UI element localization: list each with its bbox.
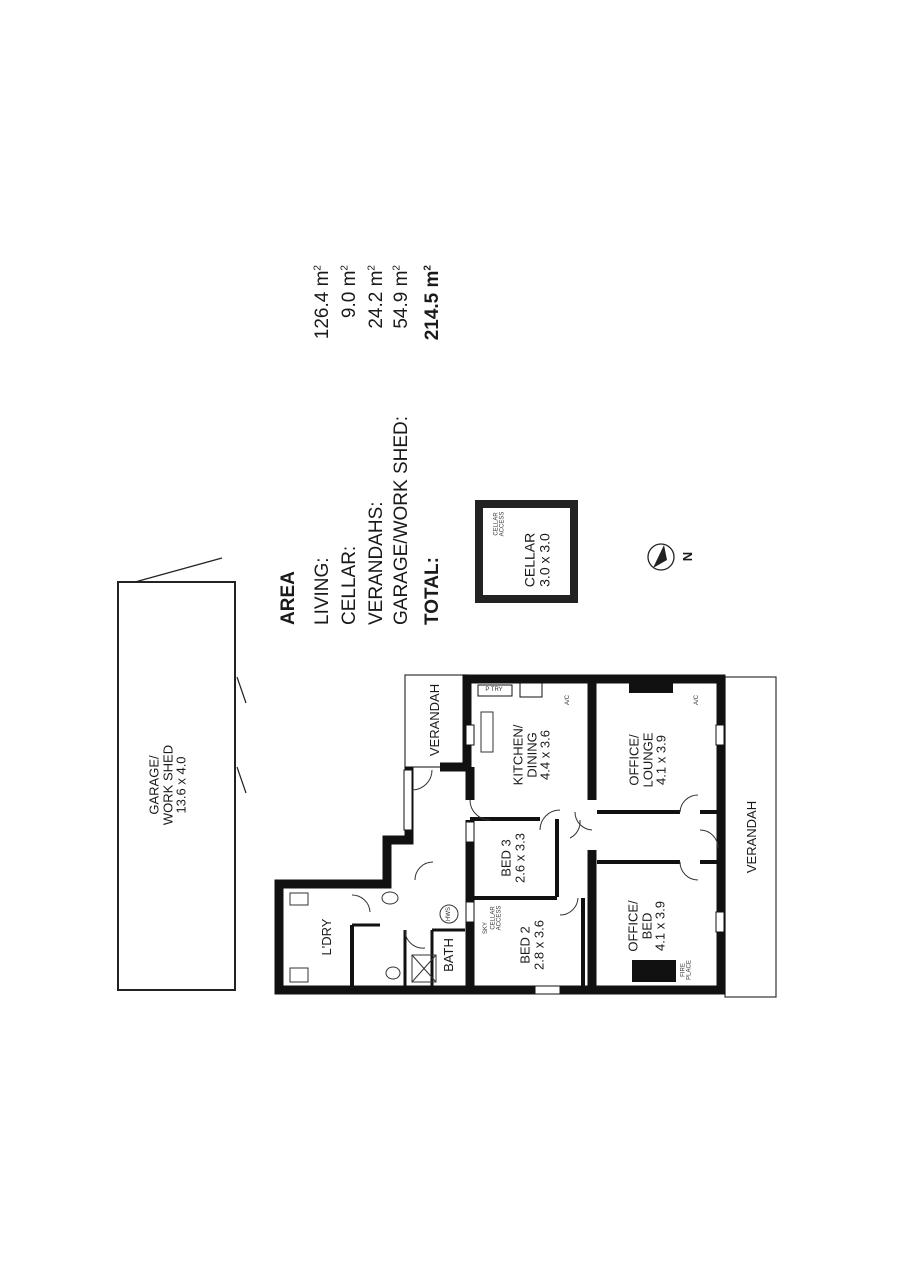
north-arrow-icon [647, 543, 675, 571]
walls [274, 674, 726, 995]
area-value: 126.4 m2 [312, 265, 333, 340]
door-swings [289, 711, 719, 983]
cellar-access-label: CELLAR ACCESS [493, 511, 506, 537]
area-value: 24.2 m2 [366, 265, 387, 329]
ac-label-kitchen: A/C [564, 694, 571, 706]
area-label: CELLAR: [339, 545, 360, 625]
cellar-access-bed2-label: CELLAR ACCESS [490, 905, 503, 931]
verandah-top-label: VERANDAH [427, 683, 443, 757]
area-value: 9.0 m2 [339, 265, 360, 319]
area-heading-row: AREA [276, 265, 302, 625]
area-heading: AREA [278, 571, 299, 625]
area-row-garage: GARAGE/WORK SHED: 54.9 m2 [389, 265, 415, 625]
sky-label: SKY [482, 921, 489, 935]
area-row-living: LIVING: 126.4 m2 [310, 265, 336, 625]
pantry-label: P TRY [485, 686, 503, 693]
garage-outline [117, 557, 247, 991]
windows [403, 724, 725, 995]
area-label: LIVING: [312, 557, 333, 625]
area-value: 214.5 m2 [422, 265, 443, 341]
ac-label-lounge: A/C [693, 694, 700, 706]
hws-label: HWS [445, 907, 452, 921]
area-row-verandahs: VERANDAHS: 24.2 m2 [364, 265, 390, 625]
cellar-outline [475, 500, 578, 603]
area-label: TOTAL: [422, 557, 443, 625]
area-row-total: TOTAL: 214.5 m2 [420, 265, 446, 625]
room-bath: BATH [441, 938, 457, 972]
verandah-right-label: VERANDAH [744, 800, 760, 874]
room-laundry: L'DRY [319, 918, 335, 956]
fireplace-label: FIRE PLACE [680, 960, 693, 980]
area-value: 54.9 m2 [391, 265, 412, 329]
area-label: GARAGE/WORK SHED: [391, 415, 412, 625]
area-row-cellar: CELLAR: 9.0 m2 [337, 265, 363, 625]
north-label: N [680, 551, 696, 562]
area-label: VERANDAHS: [366, 501, 387, 625]
